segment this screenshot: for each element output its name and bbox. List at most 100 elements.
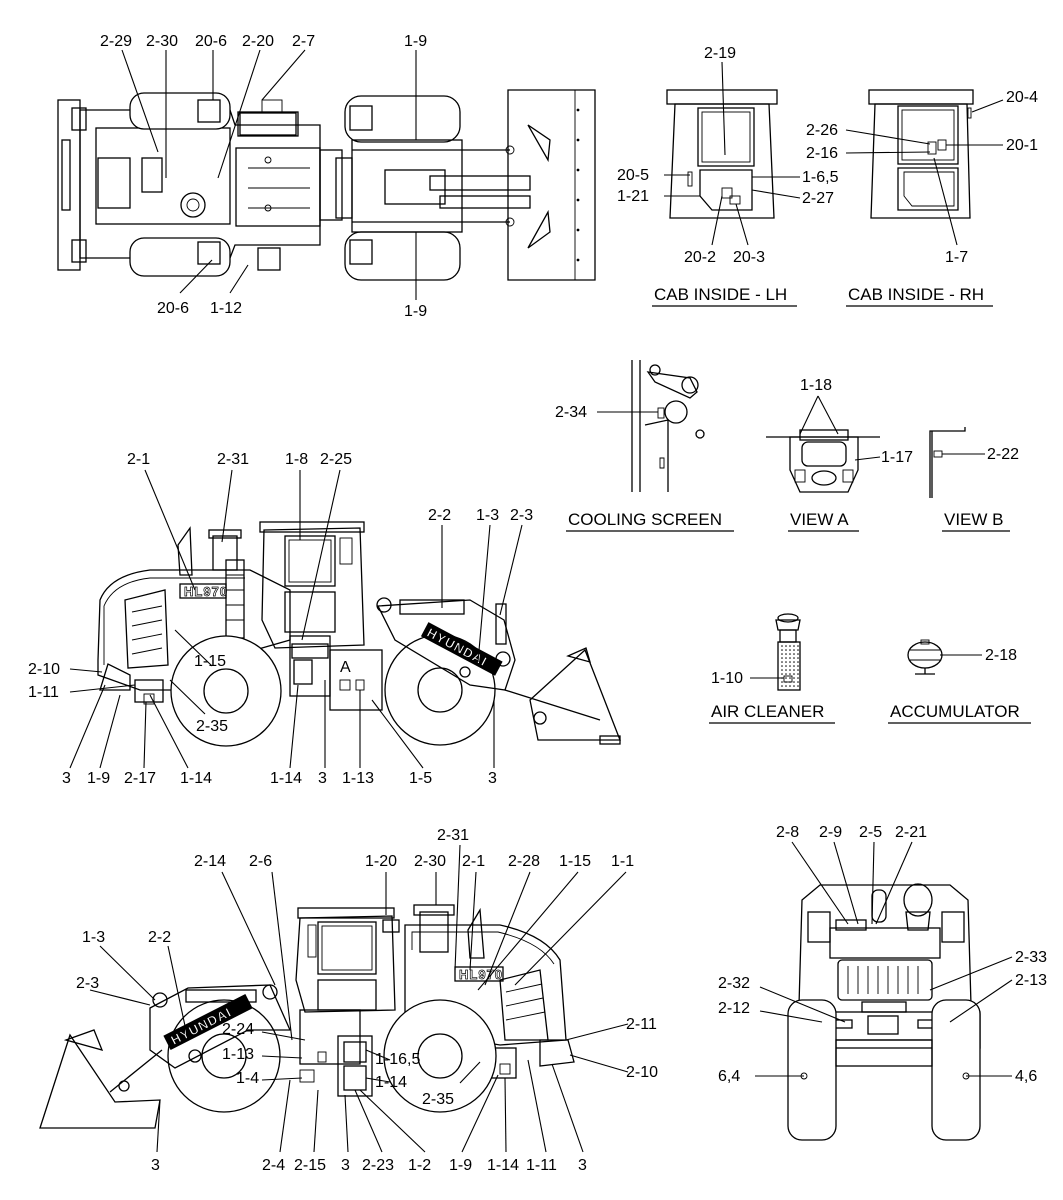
callout-label: 2-26 bbox=[806, 122, 838, 139]
callout-label: 1-21 bbox=[617, 188, 649, 205]
callout-label: 1-11 bbox=[526, 1157, 557, 1174]
top-view-bucket-dots bbox=[576, 108, 580, 262]
view-a-drawing bbox=[766, 429, 880, 493]
callout-label: 4,6 bbox=[1015, 1068, 1037, 1085]
rear-grille-slats bbox=[847, 966, 919, 994]
callout-label: 1-9 bbox=[404, 33, 427, 50]
callout-label: 2-23 bbox=[362, 1157, 394, 1174]
callout-label: 2-21 bbox=[895, 824, 927, 841]
callout-label: 2-10 bbox=[28, 661, 60, 678]
callout-label: 2-30 bbox=[414, 853, 446, 870]
callout-labels: 2-29 2-30 20-6 2-20 2-7 1-9 1-9 20-6 1-1… bbox=[28, 33, 1047, 1174]
callout-label: 3 bbox=[488, 770, 497, 787]
lh-view-marker-a: A bbox=[340, 659, 351, 676]
callout-label: 1-13 bbox=[342, 770, 374, 787]
side-rh-leaders bbox=[89, 844, 629, 1153]
callout-label: 2-25 bbox=[320, 451, 352, 468]
caption-accumulator: ACCUMULATOR bbox=[890, 702, 1020, 721]
callout-label: 2-35 bbox=[196, 718, 228, 735]
callout-label: 2-1 bbox=[127, 451, 150, 468]
callout-label: 2-30 bbox=[146, 33, 178, 50]
rh-model-badge: HL970 bbox=[459, 967, 503, 982]
rear-view-leaders bbox=[755, 841, 1013, 1077]
callout-label: 2-18 bbox=[985, 647, 1017, 664]
callout-label: 2-33 bbox=[1015, 949, 1047, 966]
cab-inside-rh-drawing bbox=[868, 89, 974, 219]
side-lh-leaders bbox=[69, 469, 523, 769]
caption-view-a: VIEW A bbox=[790, 510, 849, 529]
callout-label: 1-13 bbox=[222, 1046, 254, 1063]
callout-label: 2-29 bbox=[100, 33, 132, 50]
callout-label: 1-9 bbox=[404, 303, 427, 320]
rear-view-drawing bbox=[787, 883, 981, 1141]
cab-rh-leaders bbox=[845, 99, 1004, 246]
callout-label: 1-10 bbox=[711, 670, 743, 687]
callout-label: 20-4 bbox=[1006, 89, 1038, 106]
callout-label: 2-2 bbox=[148, 929, 171, 946]
callout-label: 1-11 bbox=[28, 684, 59, 701]
cab-inside-lh-drawing bbox=[666, 89, 778, 219]
callout-label: 1-16,5 bbox=[375, 1051, 420, 1068]
caption-cab-inside-lh: CAB INSIDE - LH bbox=[654, 285, 787, 304]
callout-label: 1-8 bbox=[285, 451, 308, 468]
callout-label: 2-14 bbox=[194, 853, 226, 870]
top-view-drawing bbox=[57, 89, 596, 281]
callout-label: 2-2 bbox=[428, 507, 451, 524]
callout-label: 2-16 bbox=[806, 145, 838, 162]
callout-label: 2-10 bbox=[626, 1064, 658, 1081]
callout-label: 1-14 bbox=[180, 770, 212, 787]
view-a-leaders bbox=[799, 395, 881, 461]
callout-label: 2-31 bbox=[217, 451, 249, 468]
callout-label: 1-9 bbox=[87, 770, 110, 787]
callout-label: 2-3 bbox=[76, 975, 99, 992]
callout-label: 2-8 bbox=[776, 824, 799, 841]
top-view-leaders bbox=[121, 49, 417, 300]
callout-label: 1-7 bbox=[945, 249, 968, 266]
accumulator-drawing bbox=[907, 639, 943, 675]
callout-label: 20-5 bbox=[617, 167, 649, 184]
callout-label: 1-3 bbox=[82, 929, 105, 946]
callout-label: 2-24 bbox=[222, 1021, 254, 1038]
callout-label: 1-14 bbox=[487, 1157, 519, 1174]
callout-label: 2-31 bbox=[437, 827, 469, 844]
callout-label: 20-6 bbox=[195, 33, 227, 50]
callout-label: 20-3 bbox=[733, 249, 765, 266]
callout-label: 1-18 bbox=[800, 377, 832, 394]
caption-cooling-screen: COOLING SCREEN bbox=[568, 510, 722, 529]
callout-label: 1-17 bbox=[881, 449, 913, 466]
callout-label: 2-35 bbox=[422, 1091, 454, 1108]
cooling-screen-drawing bbox=[631, 360, 705, 492]
callout-label: 1-5 bbox=[409, 770, 432, 787]
callout-label: 3 bbox=[578, 1157, 587, 1174]
callout-label: 3 bbox=[151, 1157, 160, 1174]
callout-label: 2-32 bbox=[718, 975, 750, 992]
callout-label: 1-3 bbox=[476, 507, 499, 524]
top-view-dot-patch bbox=[239, 112, 297, 136]
caption-cab-inside-rh: CAB INSIDE - RH bbox=[848, 285, 984, 304]
callout-label: 2-15 bbox=[294, 1157, 326, 1174]
callout-label: 1-15 bbox=[559, 853, 591, 870]
caption-air-cleaner: AIR CLEANER bbox=[711, 702, 824, 721]
callout-label: 2-9 bbox=[819, 824, 842, 841]
callout-label: 2-34 bbox=[555, 404, 587, 421]
side-view-rh-drawing: HL970 HYUNDAI bbox=[39, 904, 575, 1129]
callout-label: 1-9 bbox=[449, 1157, 472, 1174]
callout-label: 2-1 bbox=[462, 853, 485, 870]
callout-label: 3 bbox=[62, 770, 71, 787]
cab-lh-leaders bbox=[664, 61, 801, 246]
callout-label: 1-12 bbox=[210, 300, 242, 317]
callout-label: 2-5 bbox=[859, 824, 882, 841]
callout-label: 20-6 bbox=[157, 300, 189, 317]
callout-label: 1-14 bbox=[270, 770, 302, 787]
callout-label: 1-15 bbox=[194, 653, 226, 670]
view-b-drawing bbox=[929, 427, 966, 498]
air-cleaner-drawing bbox=[775, 613, 801, 691]
callout-label: 2-11 bbox=[626, 1016, 657, 1033]
callout-label: 20-2 bbox=[684, 249, 716, 266]
callout-label: 6,4 bbox=[718, 1068, 740, 1085]
callout-label: 1-4 bbox=[236, 1070, 259, 1087]
lh-model-badge: HL970 bbox=[184, 584, 228, 599]
caption-view-b: VIEW B bbox=[944, 510, 1004, 529]
